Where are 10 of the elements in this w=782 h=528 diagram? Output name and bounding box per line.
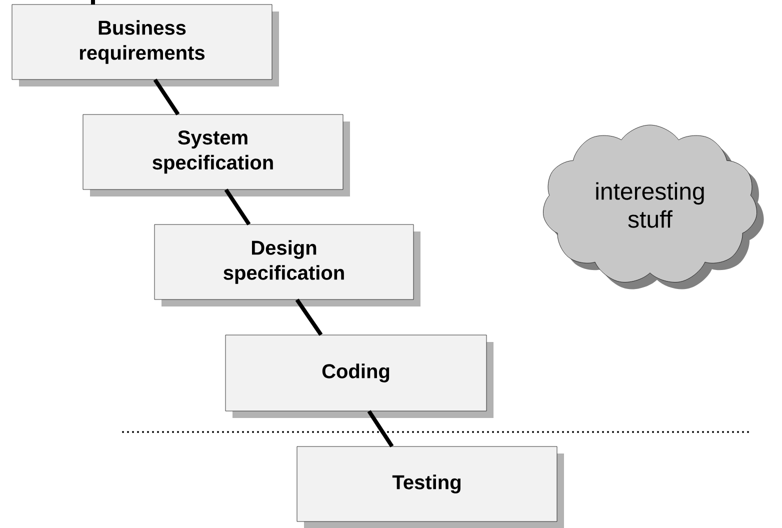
process-box: Design specification: [154, 224, 420, 306]
process-box: Testing: [296, 446, 564, 528]
connector-line: [91, 0, 95, 4]
process-box: Business requirements: [12, 4, 279, 86]
connector-line: [295, 298, 323, 336]
process-box: Coding: [225, 334, 494, 418]
process-box: System specification: [82, 114, 350, 196]
connector-line: [367, 410, 394, 448]
connector-line: [224, 188, 251, 226]
connector-line: [153, 78, 180, 116]
